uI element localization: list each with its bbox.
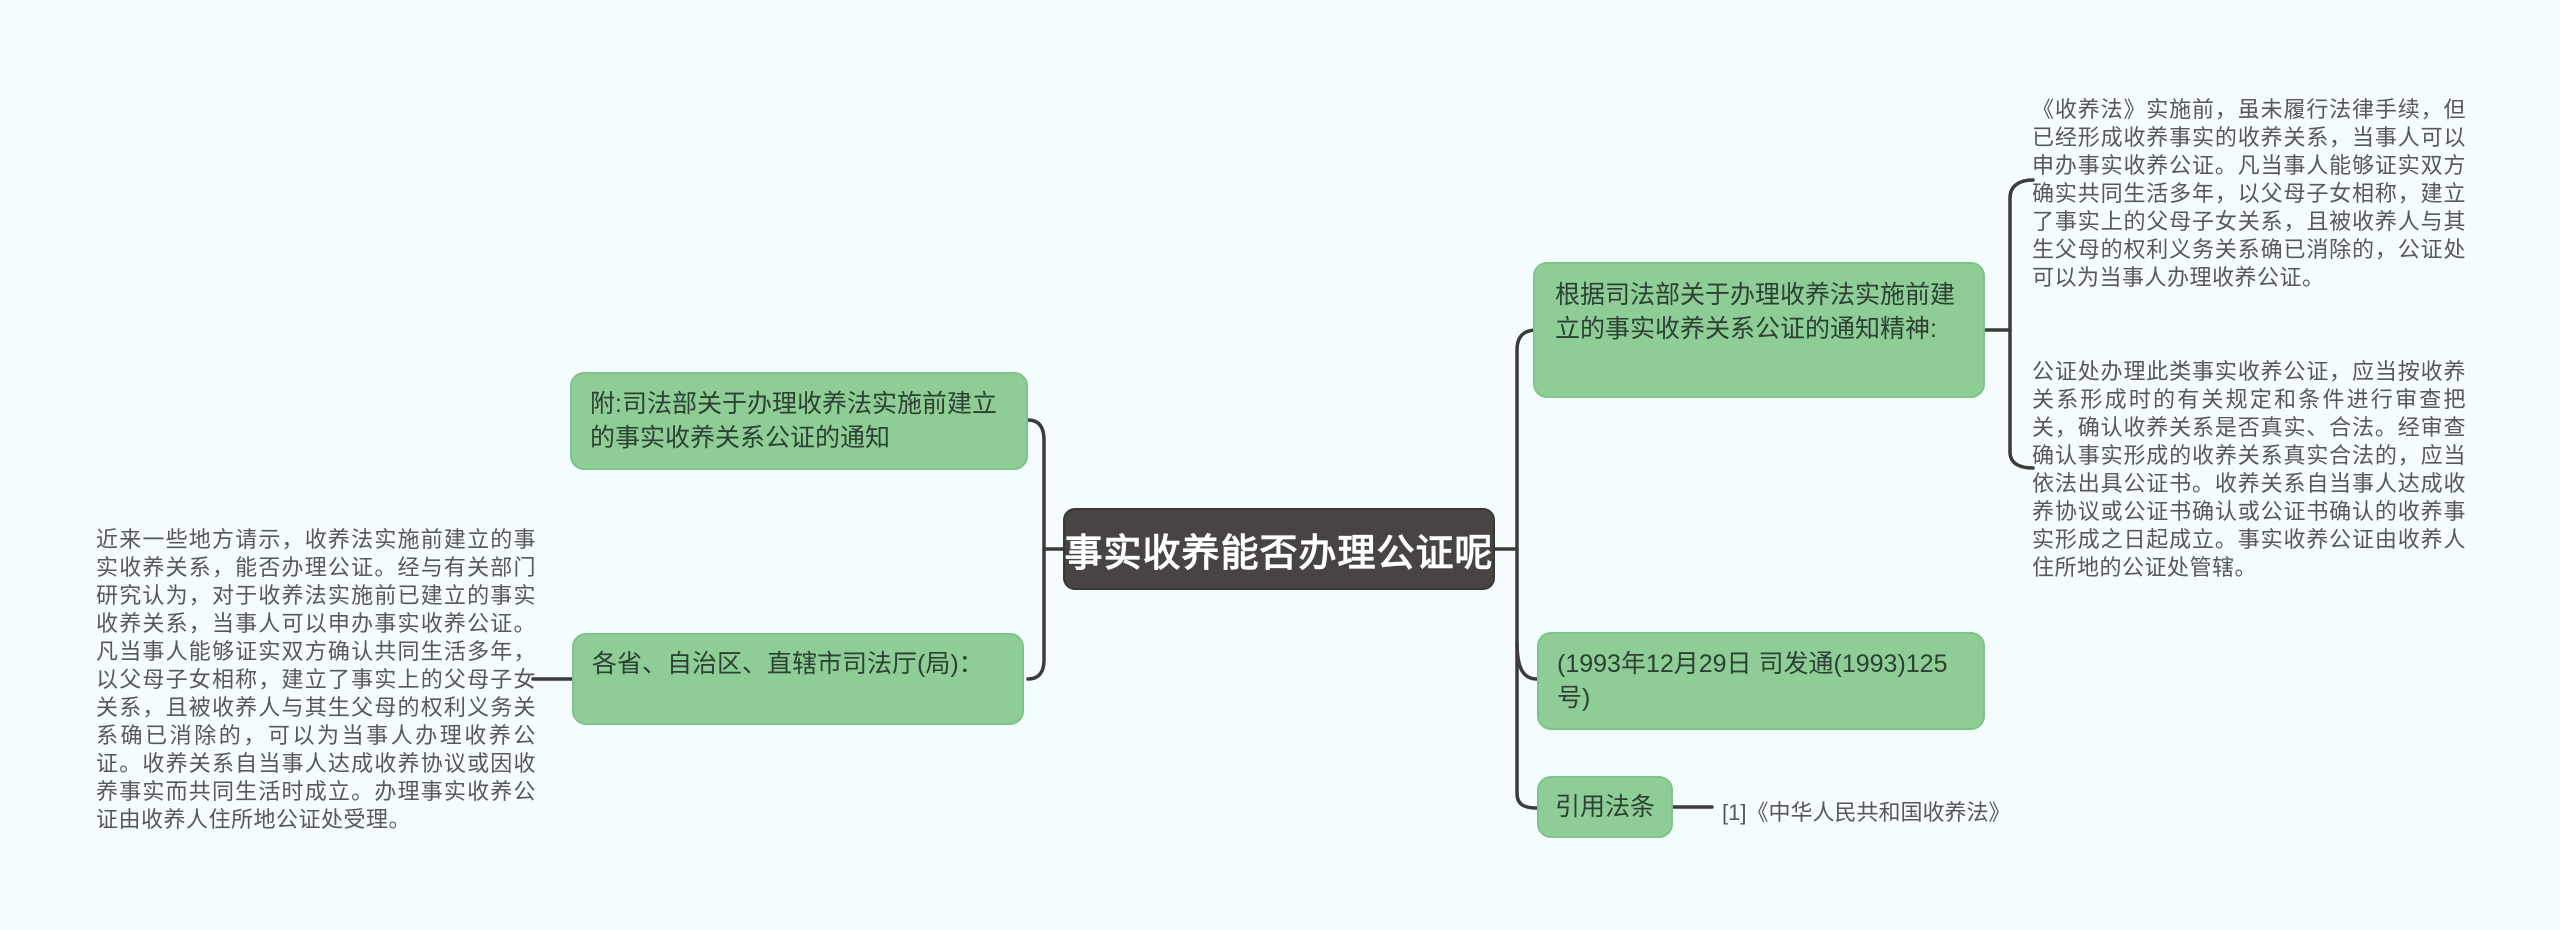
connector-left-bracket [1026,418,1046,681]
connector-date-branch [1515,640,1539,681]
department-box-node[interactable]: 各省、自治区、直辖市司法厅(局)： [572,633,1024,725]
right-top-paragraph-node[interactable]: 《收养法》实施前，虽未履行法律手续，但已经形成收养事实的收养关系，当事人可以申办… [2032,97,2466,290]
connector-far-right-bracket [2008,178,2035,470]
date-box-node[interactable]: (1993年12月29日 司发通(1993)125号) [1537,632,1985,730]
left-paragraph-node[interactable]: 近来一些地方请示，收养法实施前建立的事实收养关系，能否办理公证。经与有关部门研究… [96,527,536,832]
cited-law-box-node[interactable]: 引用法条 [1537,776,1673,838]
right-bottom-paragraph-node[interactable]: 公证处办理此类事实收养公证，应当按收养关系形成时的有关规定和条件进行审查把关，确… [2032,359,2466,580]
basis-box-node[interactable]: 根据司法部关于办理收养法实施前建立的事实收养关系公证的通知精神: [1533,262,1985,398]
connector-right-bracket [1515,328,1539,810]
notice-box-node[interactable]: 附:司法部关于办理收养法实施前建立的事实收养关系公证的通知 [570,372,1028,470]
citation-text: [1]《中华人民共和国收养法》 [1722,800,2011,825]
root-topic-node[interactable]: 事实收养能否办理公证呢 [1063,508,1495,590]
